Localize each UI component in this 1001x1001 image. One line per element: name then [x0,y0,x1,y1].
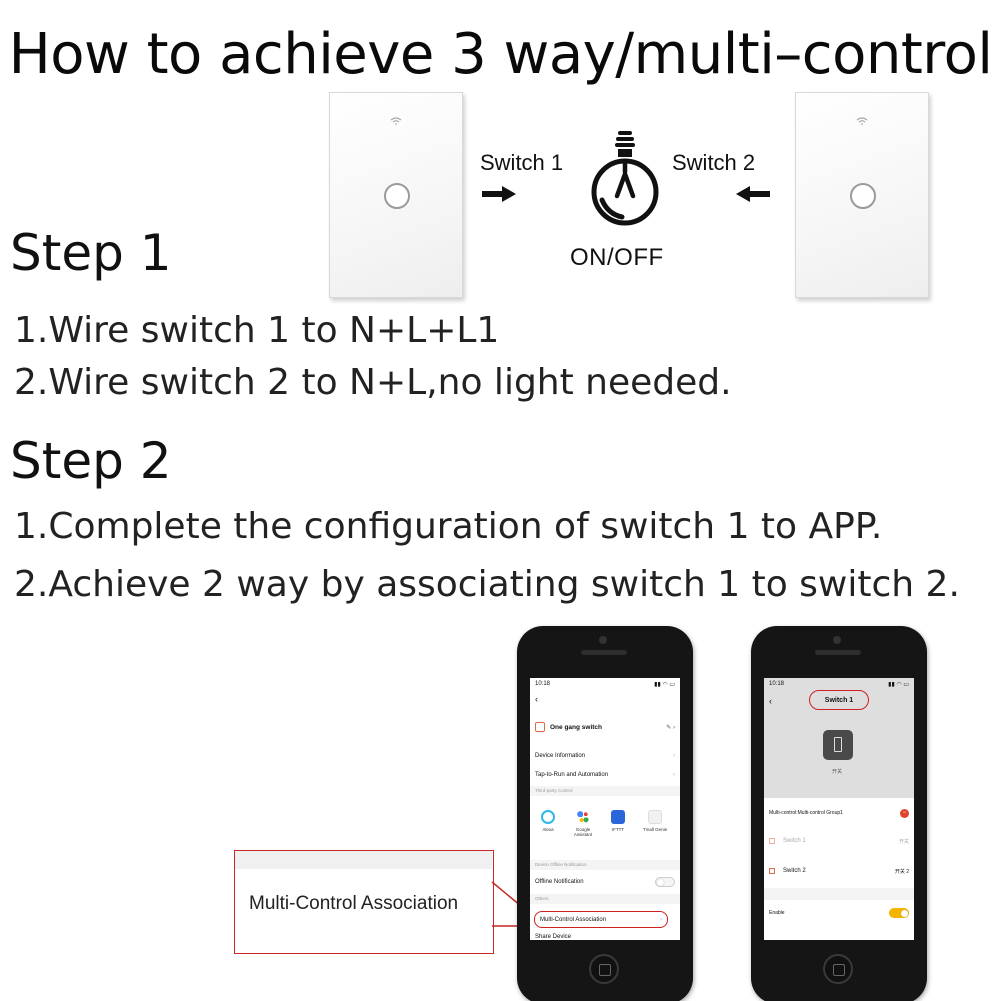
phone-settings: 10:18 ▮▮ ◠ ▭ ‹ One gang switch ✎ › Devic… [517,626,693,1001]
step2-line-2: 2.Achieve 2 way by associating switch 1 … [14,564,960,605]
speaker-grille [815,650,861,655]
switch-device-icon [769,838,775,844]
touch-button [850,183,876,209]
arrow-left-icon [736,186,770,202]
row-tap-to-run[interactable]: Tap-to-Run and Automation› [535,772,675,778]
step1-line-1: 1.Wire switch 1 to N+L+L1 [14,310,500,351]
wifi-icon [856,117,868,125]
remove-icon[interactable]: − [900,808,909,818]
wifi-icon [390,117,402,125]
ifttt-icon [611,810,625,824]
step2-line-1: 1.Complete the configuration of switch 1… [14,506,883,547]
phone-multi-control: 10:18 ▮▮ ◠ ▭ ‹ Switch 1 开关 Multi-control… [751,626,927,1001]
callout-header-strip [235,851,492,869]
group-item-2[interactable]: Switch 2 开关 2 [764,864,914,878]
camera-icon [599,636,607,644]
status-bar: 10:18 ▮▮ ◠ ▭ [764,678,914,692]
page-title: How to achieve 3 way/multi–control [8,22,993,87]
offline-toggle[interactable] [655,877,675,887]
chevron-right-icon: › [673,772,675,778]
chevron-right-icon: › [673,753,675,759]
home-button[interactable] [823,954,853,984]
status-icons: ▮▮ ◠ ▭ [888,682,909,688]
device-header-row[interactable]: One gang switch ✎ › [530,720,680,734]
group-item-1[interactable]: Switch 1 开关 [764,834,914,848]
speaker-grille [581,650,627,655]
section-third-party: Third-party Control [530,786,680,796]
home-button[interactable] [589,954,619,984]
device-name: One gang switch [550,723,603,731]
section-others: Others [530,894,680,904]
arrow-right-icon [482,186,516,202]
google-assistant-item[interactable]: Google Assistant [568,810,598,837]
switch-device-icon [834,737,842,752]
step1-line-2: 2.Wire switch 2 to N+L,no light needed. [14,362,732,403]
status-icons: ▮▮ ◠ ▭ [654,682,675,688]
switch-device-icon [769,868,775,874]
group-name: Multi-control:Multi-control Group1 [769,810,843,816]
enable-row[interactable]: Enable [764,906,914,920]
google-assistant-icon [576,810,590,824]
light-bulb-icon [591,131,659,226]
enable-toggle[interactable] [889,908,909,918]
bulb-label: ON/OFF [570,244,664,271]
row-share-device[interactable]: Share Device [535,934,572,940]
callout-box: Multi-Control Association [234,850,494,954]
camera-icon [833,636,841,644]
divider-band [764,888,914,900]
phone2-screen: 10:18 ▮▮ ◠ ▭ ‹ Switch 1 开关 Multi-control… [764,678,914,940]
phone1-screen: 10:18 ▮▮ ◠ ▭ ‹ One gang switch ✎ › Devic… [530,678,680,940]
step1-heading: Step 1 [10,224,172,282]
chevron-right-icon: › [660,916,662,923]
switch-device-icon [535,722,545,732]
step2-heading: Step 2 [10,432,172,490]
switch-caption: 开关 [832,769,843,775]
row-offline-notification[interactable]: Offline Notification [530,875,680,889]
section-offline: Device Offline Notification [530,860,680,870]
callout-label: Multi-Control Association [249,893,459,914]
row-device-information[interactable]: Device Information› [535,753,675,759]
back-chevron-icon[interactable]: ‹ [769,696,772,706]
back-chevron-icon[interactable]: ‹ [535,694,538,704]
edit-pencil-icon[interactable]: ✎ › [666,724,675,731]
alexa-item[interactable]: Alexa [533,810,563,832]
group-row[interactable]: Multi-control:Multi-control Group1 − [764,806,914,820]
tmall-genie-item[interactable]: Tmall Genie [640,810,670,832]
status-time: 10:18 [769,681,785,687]
switch1-label: Switch 1 [480,150,564,175]
switch-panel-2 [795,92,929,298]
association-panel [764,800,914,940]
alexa-icon [541,810,555,824]
switch-tile[interactable] [823,730,853,760]
row-multi-control-association[interactable]: Multi-Control Association› [534,911,668,928]
switch-title: Switch 1 [809,690,869,710]
status-time: 10:18 [535,681,551,687]
tmall-genie-icon [648,810,662,824]
switch2-label: Switch 2 [672,150,756,175]
touch-button [384,183,410,209]
status-bar: 10:18 ▮▮ ◠ ▭ [530,678,680,692]
switch-panel-1 [329,92,463,298]
ifttt-item[interactable]: IFTTT [603,810,633,832]
